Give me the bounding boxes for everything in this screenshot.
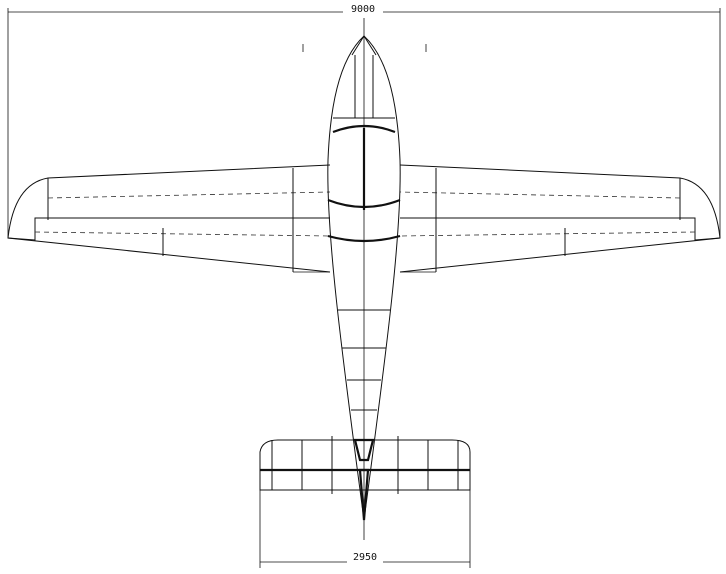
left-wing bbox=[7, 164, 331, 273]
tailspan-label-bg bbox=[347, 551, 383, 563]
tailspan-label: 2950 bbox=[353, 552, 377, 563]
rudder-trailing-edge bbox=[358, 468, 370, 521]
left-wing-trailing-step bbox=[7, 217, 330, 241]
tailplane-outline bbox=[259, 439, 471, 491]
right-wing-hinge-line bbox=[399, 231, 696, 237]
left-wing-spar-line bbox=[47, 191, 331, 199]
wingspan-label-bg bbox=[343, 3, 383, 15]
wingspan-label: 9000 bbox=[351, 4, 375, 15]
right-wing-spar-line bbox=[399, 191, 681, 199]
wingspan-dimension: 9000 bbox=[7, 3, 721, 238]
right-wing-outline bbox=[399, 164, 721, 273]
fin-root-fairing bbox=[353, 438, 375, 462]
left-wing-hinge-line bbox=[34, 231, 331, 237]
tailspan-dimension: 2950 bbox=[259, 490, 471, 568]
left-wing-outline bbox=[7, 164, 331, 273]
right-wing bbox=[399, 164, 721, 273]
right-wing-trailing-step bbox=[400, 217, 721, 241]
horizontal-tailplane bbox=[259, 436, 471, 521]
